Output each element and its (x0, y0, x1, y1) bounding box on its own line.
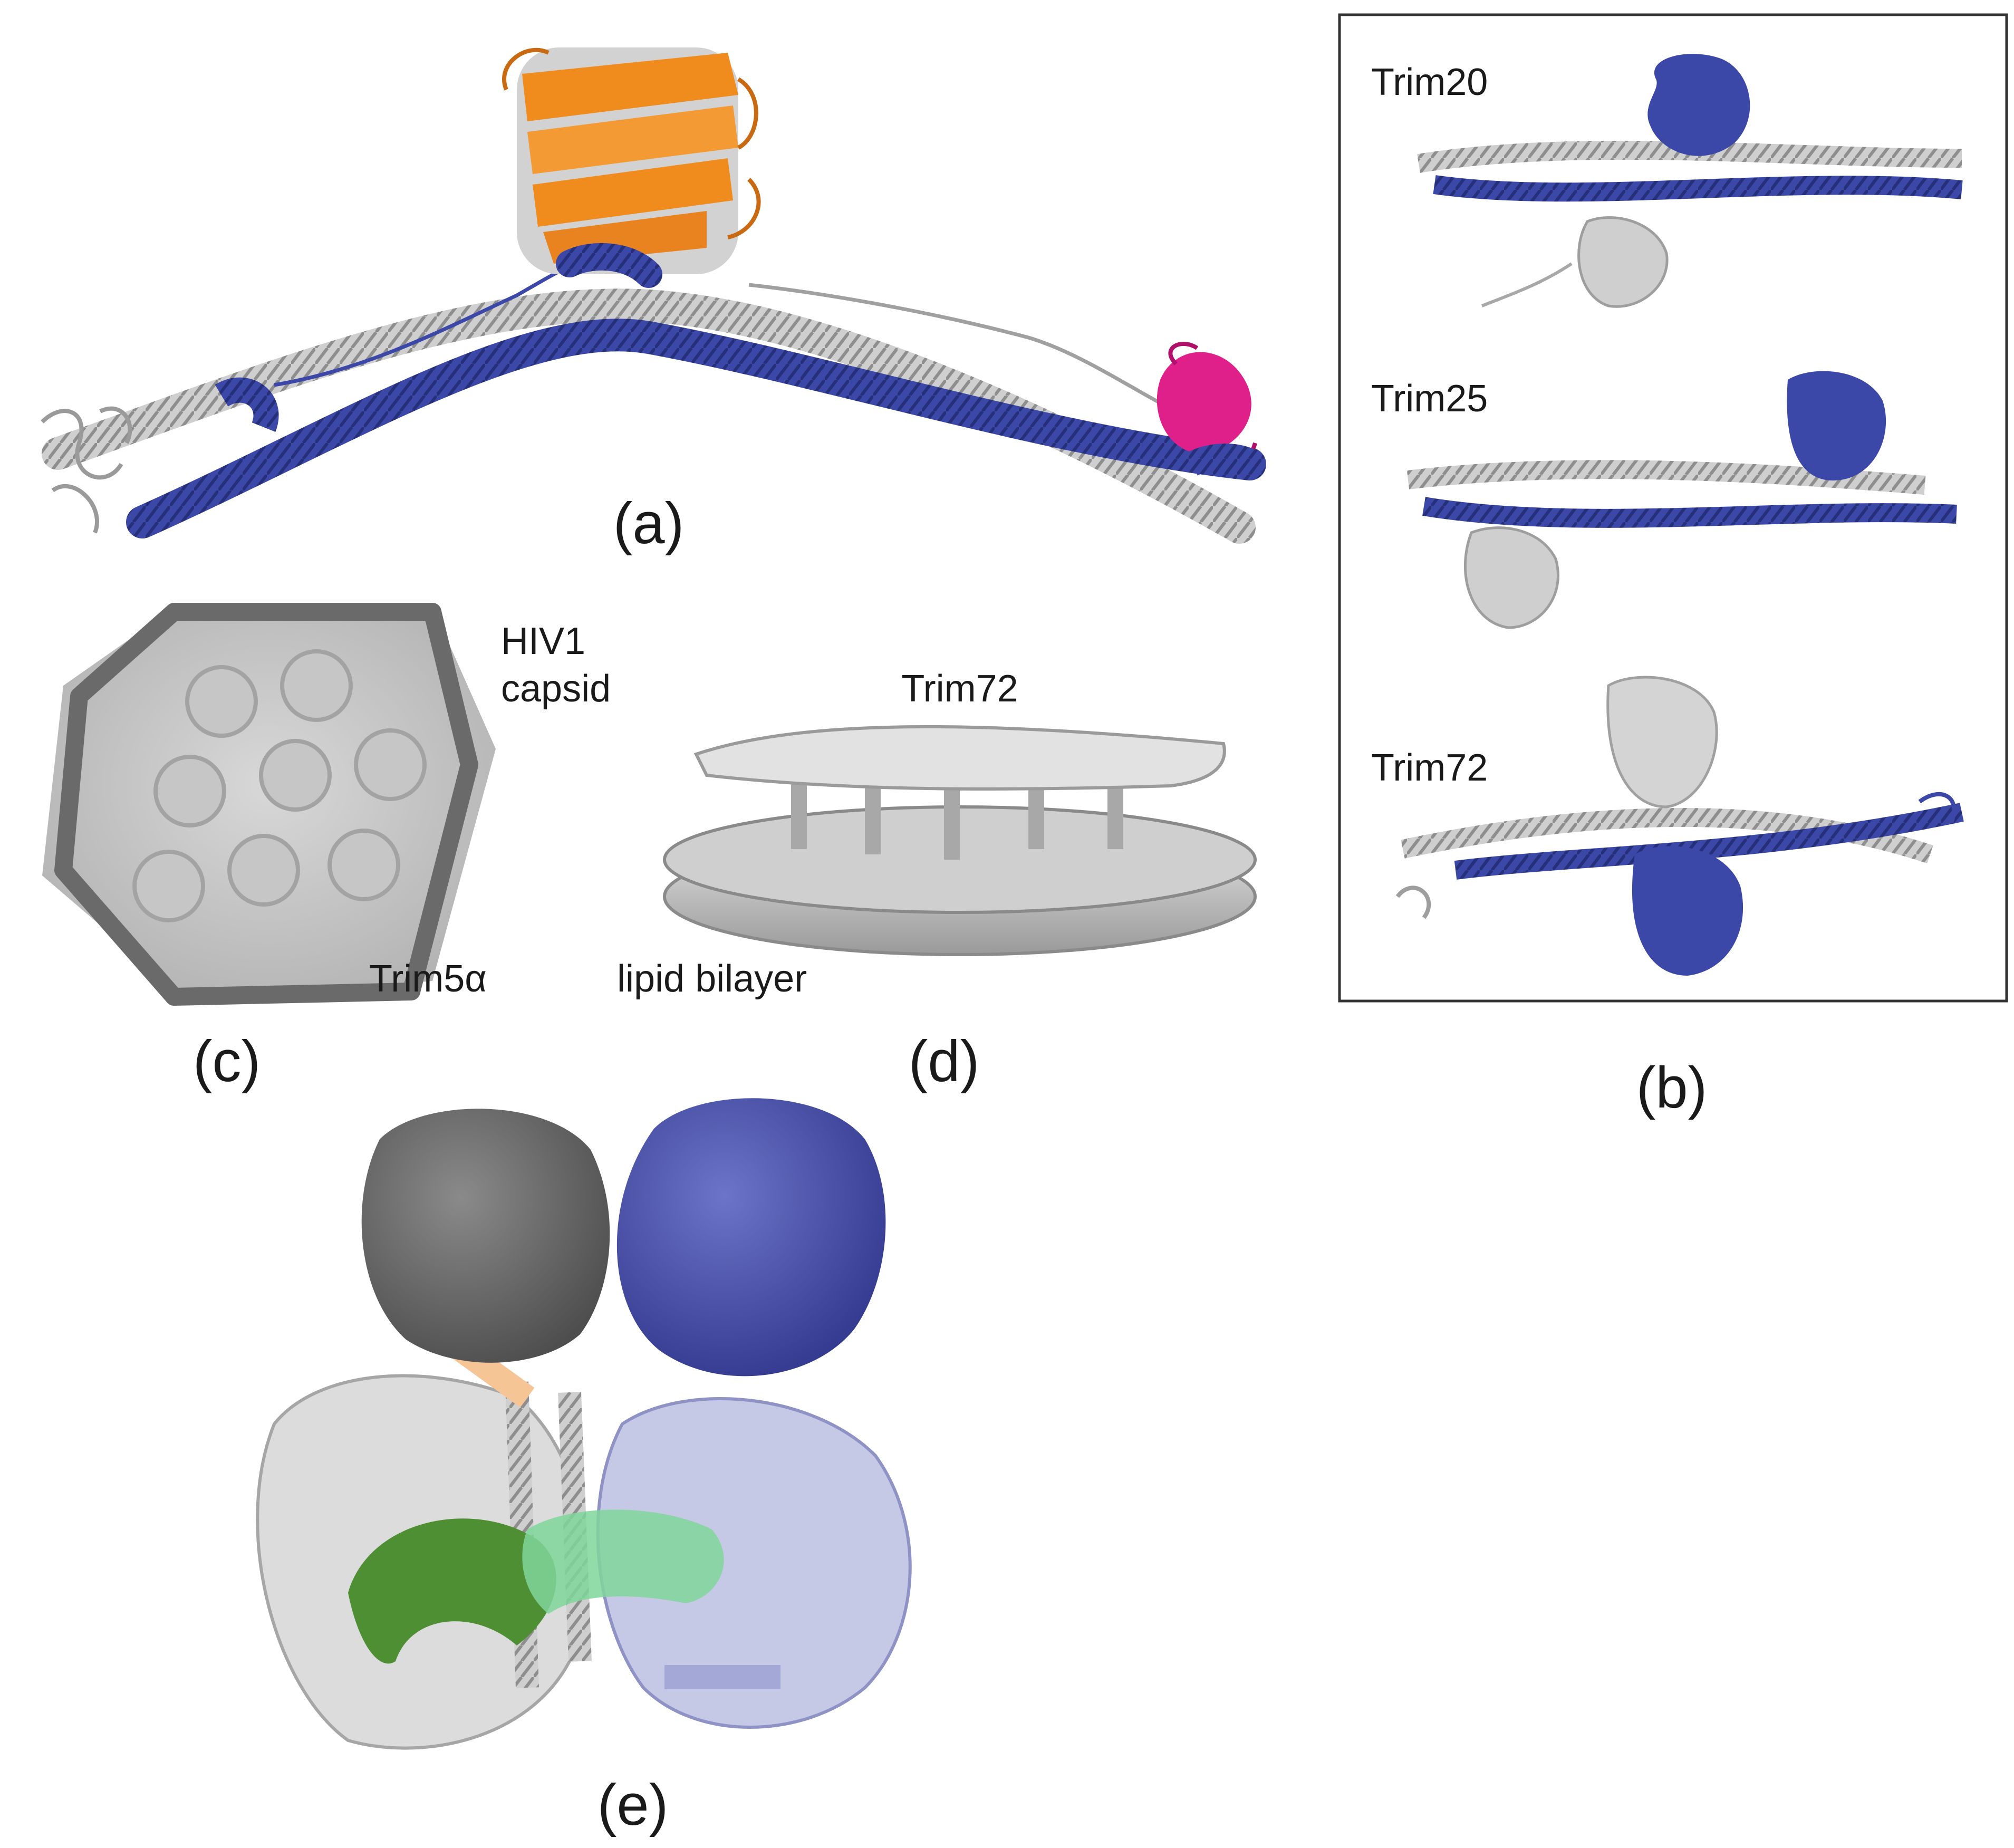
panel-a-blue-helix (126, 319, 1266, 538)
panel-a-label: (a) (613, 491, 684, 556)
panel-e-label: (e) (598, 1773, 668, 1837)
panel-d-bilayer-label: lipid bilayer (617, 958, 807, 1000)
panel-b-trim72-label: Trim72 (1371, 747, 1488, 789)
panel-c-capsid-hexamers (132, 649, 427, 922)
panel-b-label: (b) (1636, 1055, 1707, 1120)
panel-b-trim20-label: Trim20 (1371, 61, 1488, 103)
panel-c-trim5a-label: Trim5α (369, 958, 487, 1000)
panel-c-trim5a-lattice (54, 603, 478, 1006)
panel-a-grey-linker (748, 283, 1177, 413)
panel-a-blue-curl (215, 377, 279, 432)
panel-e-blue-surface (616, 1098, 886, 1377)
panel-d: Trim72 lipid bilayer (d) (617, 668, 1257, 1094)
panel-b-frame (1338, 13, 2008, 1003)
panel-e-green-surface-dark (348, 1518, 556, 1664)
panel-c-capsid-label-line2: capsid (501, 668, 611, 710)
panel-c-capsid-label-line1: HIV1 (501, 620, 585, 662)
panel-a: (a) (41, 47, 1266, 556)
panel-b-trim20-model (1417, 54, 1963, 308)
panel-e-grey-surface (361, 1109, 610, 1363)
panel-d-label: (d) (909, 1029, 979, 1094)
panel-e-green-surface-light (522, 1509, 724, 1614)
panel-d-trim72-layer (693, 725, 1226, 791)
panel-b-trim25-model (1406, 371, 1957, 629)
panel-a-top-domain (502, 47, 761, 288)
panel-b-trim72-model (1395, 676, 1964, 976)
panel-c-label: (c) (193, 1029, 261, 1094)
panel-d-trim72-label: Trim72 (901, 668, 1018, 710)
panel-b-trim25-label: Trim25 (1371, 378, 1488, 420)
panel-c: HIV1 capsid Trim5α (c) (42, 603, 611, 1094)
panel-e: (e) (256, 1098, 912, 1837)
panel-e-lavender-ribbons (596, 1397, 912, 1729)
panel-a-left-grey-domain (41, 406, 132, 534)
panel-a-magenta-domain (1157, 342, 1263, 476)
panel-b: Trim20 Trim25 Trim72 (b) (1338, 13, 2008, 1120)
